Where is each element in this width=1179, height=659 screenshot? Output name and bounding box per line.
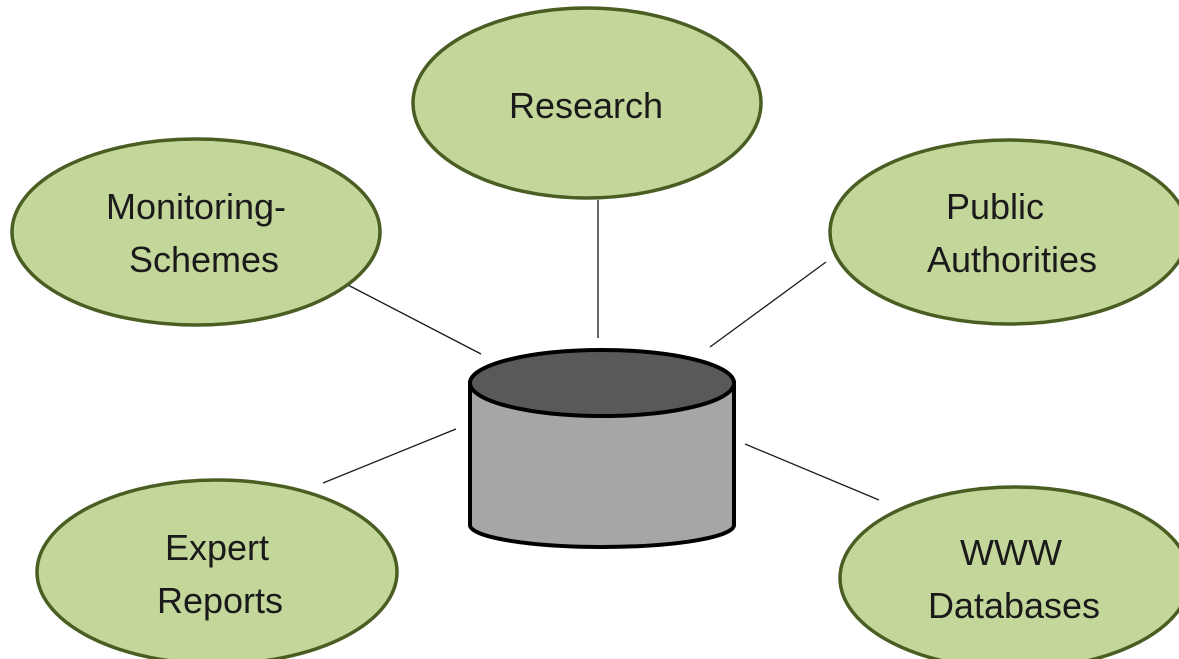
node-monitoring-label-line2: Schemes xyxy=(129,239,279,280)
node-expert-shape xyxy=(35,478,399,659)
connector-monitoring xyxy=(345,283,482,355)
connectors xyxy=(322,200,880,501)
database-top xyxy=(468,348,736,418)
database-cylinder-icon xyxy=(468,348,736,549)
node-monitoring-label-line1: Monitoring- xyxy=(106,186,286,227)
node-expert-reports: Expert Reports xyxy=(35,478,399,659)
node-expert-label-line1: Expert xyxy=(165,527,269,568)
node-www-label-line1: WWW xyxy=(960,532,1062,573)
node-research-label: Research xyxy=(509,85,663,126)
connector-www xyxy=(744,443,880,501)
database-body xyxy=(468,381,736,549)
node-public-label-line1: Public xyxy=(946,186,1044,227)
node-research-shape xyxy=(411,6,763,200)
node-www-shape xyxy=(838,485,1179,659)
node-public-label-line2: Authorities xyxy=(927,239,1097,280)
connector-expert xyxy=(322,428,457,484)
node-monitoring-shape xyxy=(10,137,382,327)
node-www-label-line2: Databases xyxy=(928,585,1100,626)
node-www-databases: WWW Databases xyxy=(838,485,1179,659)
node-monitoring-schemes: Monitoring- Schemes xyxy=(10,137,382,327)
connector-public xyxy=(709,261,827,348)
node-public-shape xyxy=(828,138,1179,326)
node-research: Research xyxy=(411,6,763,200)
node-expert-label-line2: Reports xyxy=(157,580,283,621)
node-public-authorities: Public Authorities xyxy=(828,138,1179,326)
